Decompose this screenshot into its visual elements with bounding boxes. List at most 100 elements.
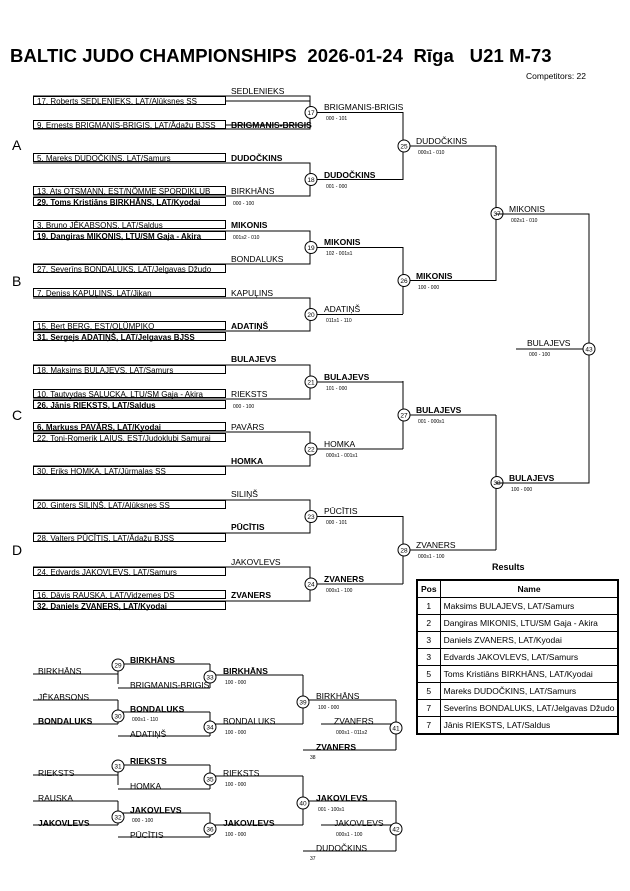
results-name: Maksims BULAJEVS, LAT/Samurs (439, 597, 619, 615)
rep-name: JAKOVLEVS (334, 818, 384, 828)
entry-slot[interactable]: 24. Edvards JAKOVLEVS, LAT/Samurs (33, 567, 226, 577)
rep-name: HOMKA (130, 781, 162, 791)
match-score: 000 - 100 (529, 352, 551, 358)
rep-name: RIEKSTS (223, 768, 260, 778)
entry-slot[interactable]: 19. Dangiras MIKONIS, LTU/SM Gaja - Akir… (33, 231, 226, 241)
results-name: Mareks DUDOČKINS, LAT/Samurs (439, 682, 619, 700)
rep-name: JAKOVLEVS (223, 818, 275, 828)
match-score: 002s1 - 010 (511, 218, 538, 224)
entry-slot[interactable]: 26. Jānis RIEKSTS, LAT/Saldus (33, 400, 226, 410)
entry-slot[interactable]: 28. Valters PŪCĪTIS, LAT/Ādažu BJSS (33, 533, 226, 543)
match-number-circle (582, 342, 596, 356)
match-number: 18 (307, 177, 315, 184)
entry-slot[interactable]: 16. Dāvis RAUSKA, LAT/Vidzemes DS (33, 590, 226, 600)
entry-slot[interactable]: 6. Markuss PAVĀRS, LAT/Kyodai (33, 422, 226, 432)
results-name: Jānis RIEKSTS, LAT/Saldus (439, 716, 619, 735)
rep-name: BONDALUKS (130, 704, 185, 714)
match-score: 000s1 - 100 (418, 554, 445, 560)
r1-name: JAKOVLEVS (231, 557, 281, 567)
entry-slot[interactable]: 30. Eriks HOMKA, LAT/Jūrmalas SS (33, 466, 226, 476)
match-number-circle (111, 810, 125, 824)
r2-name: BRIGMANIS-BRIGIS (324, 102, 404, 112)
r3-name: ZVANERS (416, 540, 456, 550)
match-number: 34 (206, 725, 214, 732)
entry-slot[interactable]: 7. Deniss KAPUĻINS, LAT/Jikan (33, 288, 226, 298)
r1-name: SILIŅŠ (231, 489, 258, 499)
r1-name: BRIGMANIS-BRIGIS (231, 120, 312, 130)
entry-slot[interactable]: 5. Mareks DUDOČKINS, LAT/Samurs (33, 153, 226, 163)
match-score: 100 - 000 (225, 680, 247, 686)
r1-name: RIEKSTS (231, 389, 268, 399)
match-number: 20 (307, 312, 315, 319)
rep-name: BONDALUKS (223, 716, 276, 726)
match-score: 000s1 - 011s2 (336, 730, 368, 736)
results-pos: 7 (416, 699, 441, 717)
pool-label-d: D (12, 542, 23, 558)
rep-name: RAUSKA (38, 793, 73, 803)
r1-name: BIRKHĀNS (231, 186, 275, 196)
match-score: 100 - 000 (318, 705, 340, 711)
rep-name: BIRKHĀNS (130, 655, 175, 665)
r4-name: BULAJEVS (509, 473, 555, 483)
rep-name: JAKOVLEVS (130, 805, 182, 815)
match-number-circle (389, 822, 403, 836)
entry-slot[interactable]: 10. Tautvydas SALUCKA, LTU/SM Gaja - Aki… (33, 389, 226, 399)
match-score: 100 - 000 (511, 487, 533, 493)
match-number: 42 (392, 827, 400, 834)
entry-slot[interactable]: 31. Sergejs ADATIŅŠ, LAT/Jelgavas BJSS (33, 332, 226, 342)
rep-name: ZVANERS (334, 716, 374, 726)
r1-name: PAVĀRS (231, 422, 265, 432)
rep-name: BRIGMANIS-BRIGIS (130, 680, 210, 690)
entry-slot[interactable]: 13. Ats OTSMANN, EST/NÕMME SPORDIKLUB (33, 186, 226, 196)
entry-slot[interactable]: 22. Toni-Romerik LAIUS, EST/Judoklubi Sa… (33, 433, 226, 443)
match-number: 22 (307, 447, 315, 454)
r2-name: HOMKA (324, 439, 356, 449)
match-number: 27 (400, 413, 408, 420)
entry-slot[interactable]: 9. Ernests BRIGMANIS-BRIGIS, LAT/Ādažu B… (33, 120, 226, 130)
entry-slot[interactable]: 15. Bert BERG, EST/OLÜMPIKO (33, 321, 226, 331)
results-pos: 2 (416, 614, 441, 632)
entry-slot[interactable]: 27. Severīns BONDALUKS, LAT/Jelgavas Džu… (33, 264, 226, 274)
match-score: 100 - 000 (225, 730, 247, 736)
match-number-circle (397, 408, 411, 422)
r4-name: MIKONIS (509, 204, 545, 214)
r3-name: DUDOČKINS (416, 136, 468, 146)
results-pos: 5 (416, 682, 441, 700)
entry-slot[interactable]: 20. Ginters SILIŅŠ, LAT/Alūksnes SS (33, 500, 226, 510)
match-number-circle (397, 543, 411, 557)
match-score: 000s1 - 100 (326, 588, 353, 594)
match-number-circle (296, 796, 310, 810)
match-score: 102 - 001s1 (326, 251, 353, 257)
results-name: Dangiras MIKONIS, LTU/SM Gaja - Akira (439, 614, 619, 632)
match-number: 35 (206, 777, 214, 784)
match-score: 001 - 000s1 (418, 419, 445, 425)
match-number: 28 (400, 548, 408, 555)
entry-slot[interactable]: 18. Maksims BULAJEVS, LAT/Samurs (33, 365, 226, 375)
rep-name: JAKOVLEVS (38, 818, 90, 828)
match-number: 26 (400, 278, 408, 285)
r1-name: PŪCĪTIS (231, 522, 265, 532)
match-number-circle (304, 308, 318, 321)
match-score: 000s1 - 001s1 (326, 453, 358, 459)
entry-slot[interactable]: 29. Toms Kristiāns BIRKHĀNS, LAT/Kyodai (33, 197, 226, 207)
final-winner: BULAJEVS (527, 338, 571, 348)
match-score: 000s1 - 110 (132, 717, 159, 723)
match-number: 24 (307, 582, 315, 589)
r1-name: ZVANERS (231, 590, 271, 600)
entry-slot[interactable]: 3. Bruno JĒKABSONS, LAT/Saldus (33, 220, 226, 230)
results-pos: 3 (416, 631, 441, 649)
match-number-circle (111, 709, 125, 723)
match-number-circle (304, 106, 318, 119)
entry-slot[interactable]: 32. Daniels ZVANERS, LAT/Kyodai (33, 601, 226, 611)
match-number-circle (203, 670, 217, 684)
match-number: 40 (299, 801, 307, 808)
entry-slot[interactable]: 17. Roberts SEDLENIEKS, LAT/Alūksnes SS (33, 96, 226, 106)
match-score: 38 (310, 755, 316, 761)
match-score: 37 (310, 856, 316, 862)
r2-name: DUDOČKINS (324, 170, 376, 180)
